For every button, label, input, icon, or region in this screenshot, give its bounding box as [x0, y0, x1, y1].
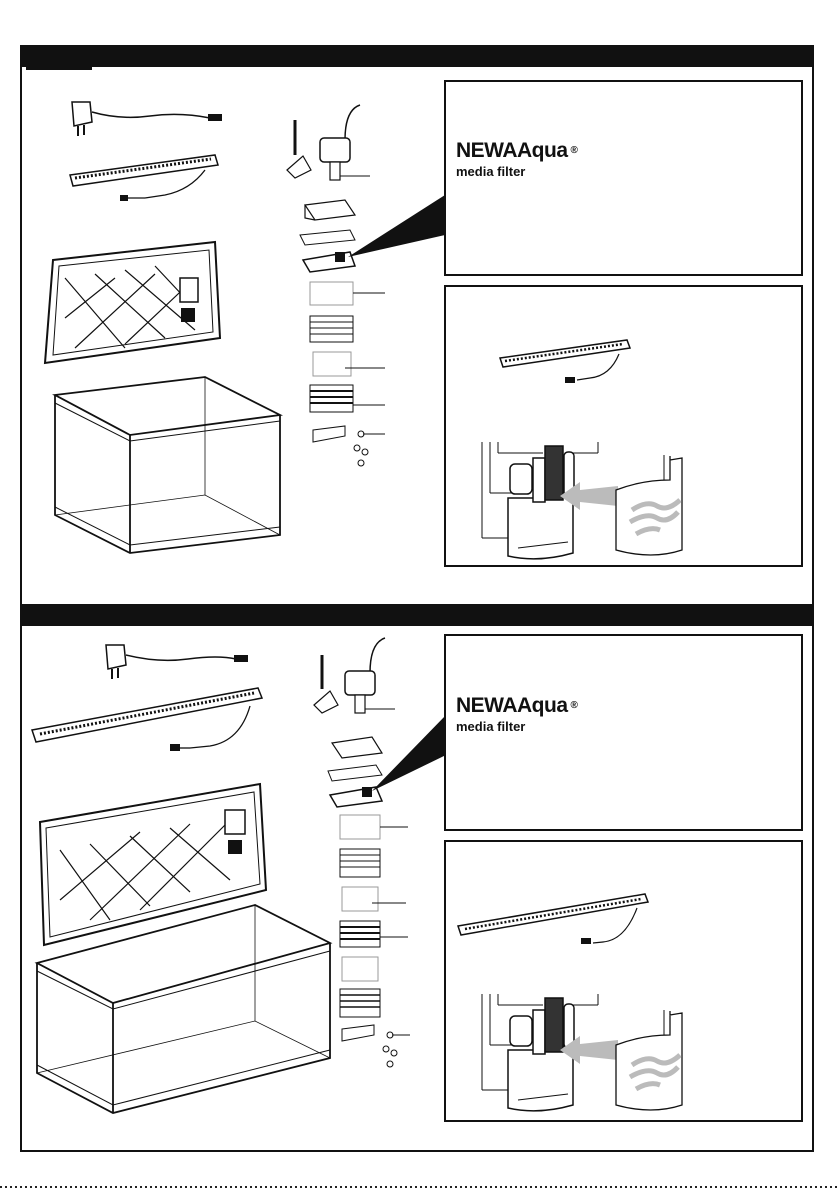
led-light-bar-icon — [30, 686, 270, 766]
page-bottom-dotted-edge — [0, 1186, 840, 1188]
brand-subtitle: media filter — [456, 164, 577, 179]
aquarium-lid-icon — [35, 238, 225, 373]
filter-stack-icon — [310, 633, 420, 1073]
filter-stack-icon — [285, 100, 395, 470]
section-header-notch — [26, 67, 92, 70]
insert-arrow — [560, 1032, 620, 1072]
power-adapter-icon — [60, 100, 230, 140]
brand-subtitle: media filter — [456, 719, 577, 734]
brand-block-top: NEWAAqua® media filter — [456, 140, 577, 179]
callout-wedge-top — [345, 195, 450, 265]
filter-sponge-icon — [612, 1005, 692, 1115]
callout-wedge-bottom — [370, 715, 450, 795]
led-light-bar-icon — [495, 336, 635, 396]
brand-logo: NEWAAqua® — [456, 140, 577, 162]
aquarium-tank-icon — [35, 903, 335, 1123]
brand-block-bottom: NEWAAqua® media filter — [456, 695, 577, 734]
section-header-bar-bottom — [20, 604, 814, 626]
led-light-bar-icon — [455, 890, 655, 960]
power-adapter-icon — [98, 643, 258, 683]
brand-logo: NEWAAqua® — [456, 695, 577, 717]
insert-arrow — [560, 478, 620, 518]
aquarium-tank-icon — [45, 375, 285, 555]
section-header-bar-top — [20, 45, 814, 67]
filter-sponge-icon — [612, 450, 692, 560]
led-light-bar-icon — [65, 150, 225, 215]
